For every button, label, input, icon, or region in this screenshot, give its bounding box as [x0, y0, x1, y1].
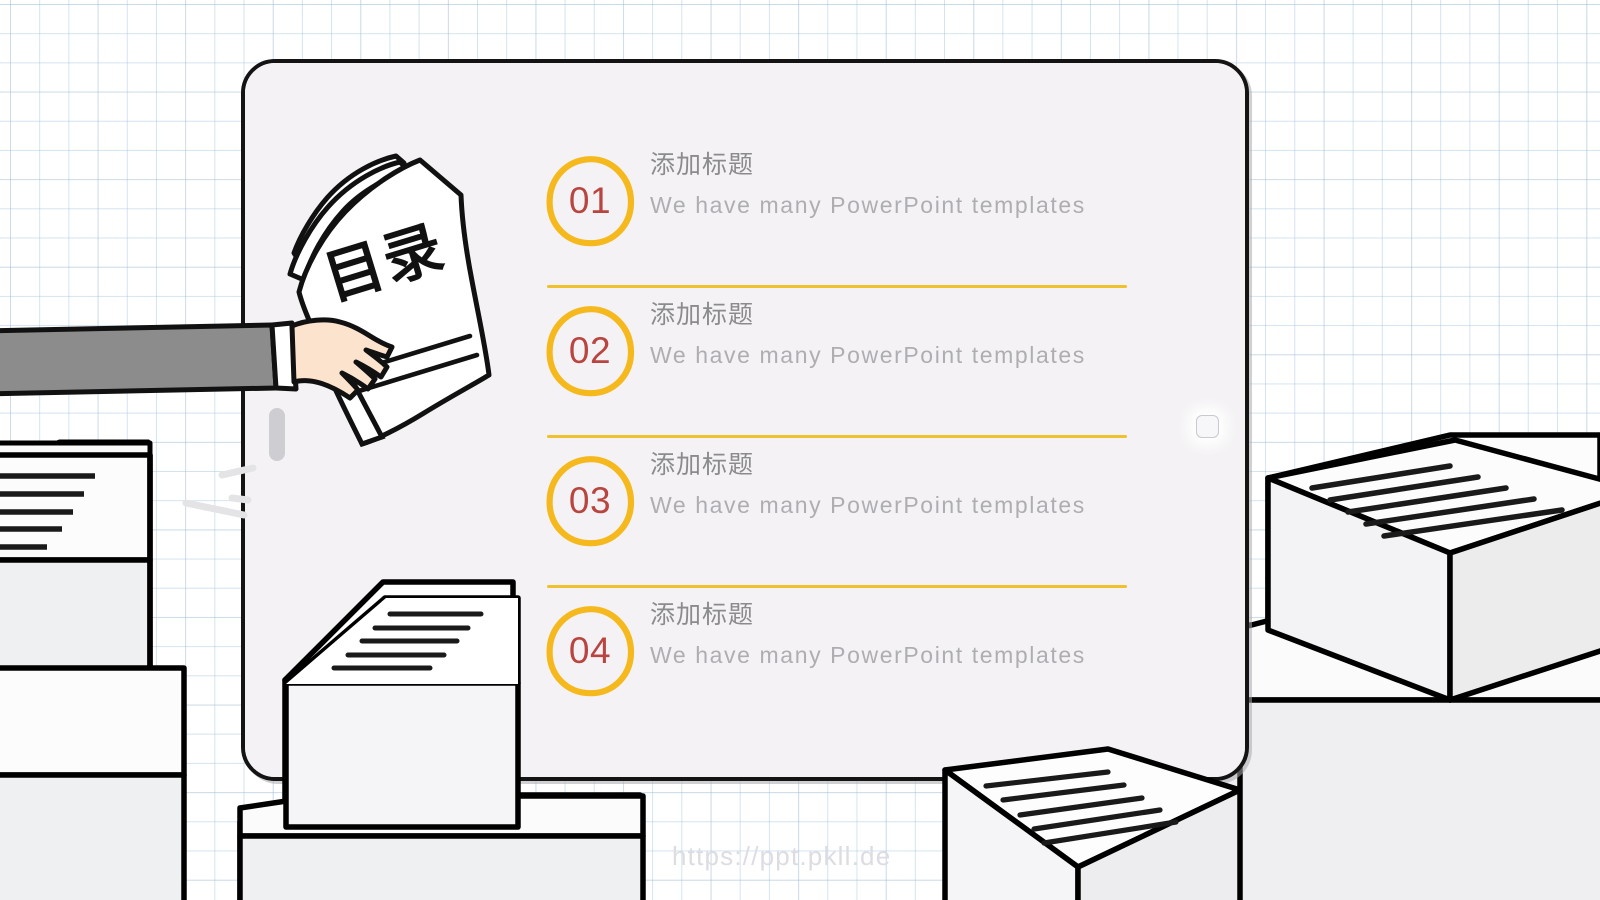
agenda-number: 02	[568, 330, 612, 371]
agenda-divider	[547, 585, 1127, 588]
agenda-number: 04	[568, 630, 612, 671]
number-circle-badge: 04	[545, 605, 635, 697]
agenda-divider	[547, 285, 1127, 288]
agenda-title: 添加标题	[650, 451, 755, 479]
agenda-divider	[547, 435, 1127, 438]
agenda-subtitle: We have many PowerPoint templates	[650, 641, 1086, 668]
tablet-screen: 01 添加标题 We have many PowerPoint template…	[245, 63, 1245, 777]
agenda-text-block: 添加标题 We have many PowerPoint templates	[650, 599, 1150, 669]
speaker-pill-icon	[269, 408, 285, 461]
agenda-text-block: 添加标题 We have many PowerPoint templates	[650, 449, 1150, 519]
agenda-row[interactable]: 04 添加标题 We have many PowerPoint template…	[545, 589, 1165, 739]
hand-drawn-circle-icon	[546, 306, 635, 397]
agenda-title: 添加标题	[650, 151, 755, 179]
agenda-subtitle: We have many PowerPoint templates	[650, 491, 1086, 518]
agenda-row[interactable]: 03 添加标题 We have many PowerPoint template…	[545, 439, 1165, 589]
agenda-text-block: 添加标题 We have many PowerPoint templates	[650, 149, 1150, 219]
number-circle-badge: 03	[545, 455, 635, 547]
agenda-number: 01	[568, 180, 612, 221]
home-button[interactable]	[1196, 415, 1219, 438]
agenda-title: 添加标题	[650, 301, 755, 329]
agenda-subtitle: We have many PowerPoint templates	[650, 191, 1086, 218]
agenda-text-block: 添加标题 We have many PowerPoint templates	[650, 299, 1150, 369]
agenda-row[interactable]: 02 添加标题 We have many PowerPoint template…	[545, 289, 1165, 439]
watermark-url: https://ppt.pkll.de	[672, 841, 892, 871]
hand-drawn-circle-icon	[546, 456, 635, 547]
number-circle-badge: 02	[545, 305, 635, 397]
number-circle-badge: 01	[545, 155, 635, 247]
agenda-row[interactable]: 01 添加标题 We have many PowerPoint template…	[545, 139, 1165, 289]
hand-drawn-circle-icon	[546, 606, 635, 697]
agenda-list: 01 添加标题 We have many PowerPoint template…	[545, 139, 1165, 739]
hand-drawn-circle-icon	[546, 156, 635, 247]
agenda-number: 03	[568, 480, 612, 521]
agenda-subtitle: We have many PowerPoint templates	[650, 341, 1086, 368]
tablet-device: 01 添加标题 We have many PowerPoint template…	[241, 59, 1249, 781]
agenda-title: 添加标题	[650, 601, 755, 629]
